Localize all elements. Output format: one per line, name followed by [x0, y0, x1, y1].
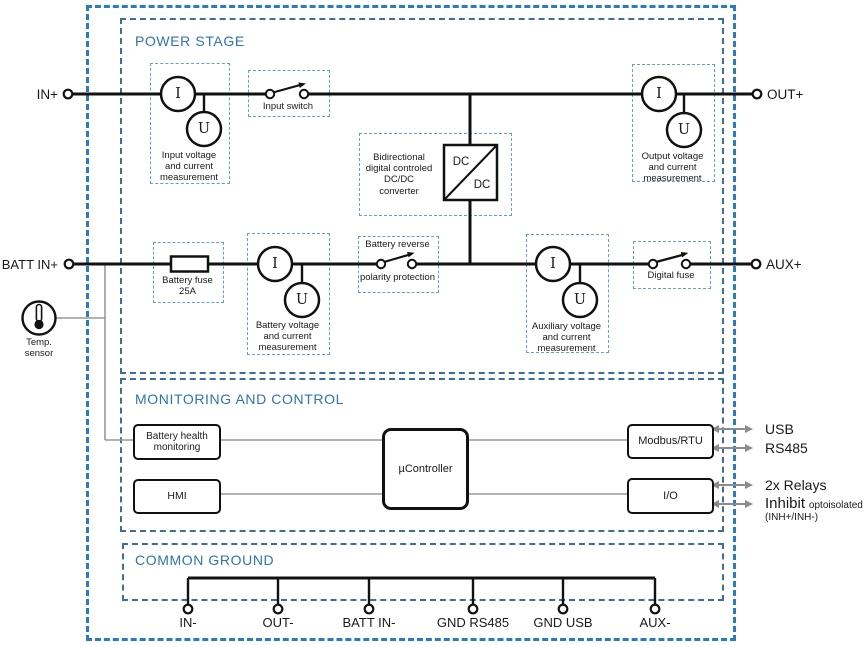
- outer-dashed-border: [86, 5, 736, 641]
- converter-box: [359, 133, 512, 216]
- battery-health-box: Battery health monitoring: [133, 424, 221, 460]
- aux-measurement-box: [526, 234, 609, 353]
- terminal-aux-plus-dot: [750, 258, 762, 270]
- terminal-out-plus-label: OUT+: [767, 87, 804, 102]
- converter-label: Bidirectional digital controled DC/DC co…: [365, 152, 433, 197]
- inhibit-sub-label: (INH+/INH-): [765, 512, 819, 523]
- common-ground-section: [122, 543, 724, 601]
- battery-reverse-label-top: Battery reverse: [365, 239, 430, 250]
- input-current-meter-label: I: [175, 86, 181, 102]
- battery-fuse-label: Battery fuse 25A: [162, 275, 213, 298]
- fuse-icon: [169, 255, 210, 273]
- terminal-out-minus-dot: [272, 603, 284, 615]
- terminal-aux-minus-label: AUX-: [639, 615, 671, 630]
- aux-current-meter-icon: [534, 245, 572, 283]
- inhibit-arrow-icon: [711, 500, 753, 508]
- input-measurement-label: Input voltage and current measurement: [159, 150, 219, 184]
- terminal-batt-in-minus-dot: [363, 603, 375, 615]
- terminal-gnd-rs485-label: GND RS485: [436, 615, 510, 630]
- terminal-aux-minus-dot: [649, 603, 661, 615]
- input-switch-icon: [264, 82, 310, 100]
- terminal-batt-in-plus-dot: [63, 258, 75, 270]
- output-voltage-meter-icon: [665, 111, 703, 149]
- aux-voltage-meter-icon: [561, 281, 599, 319]
- temp-sensor-icon: [21, 300, 57, 336]
- input-measurement-box: [150, 63, 230, 184]
- rs485-arrow-icon: [711, 444, 753, 452]
- battery-measurement-label: Battery voltage and current measurement: [255, 320, 320, 354]
- port-arrows: [711, 425, 753, 508]
- io-box: I/O: [627, 478, 714, 514]
- modbus-box: Modbus/RTU: [627, 424, 714, 459]
- digital-fuse-label: Digital fuse: [647, 270, 695, 281]
- battery-reverse-label-bottom: polarity protection: [360, 272, 435, 283]
- terminal-gnd-usb-dot: [557, 603, 569, 615]
- relays-arrow-icon: [711, 481, 753, 489]
- output-current-meter-icon: [640, 75, 678, 113]
- terminal-out-plus-dot: [751, 88, 763, 100]
- controller-box: µController: [382, 428, 469, 510]
- input-current-meter-icon: [159, 75, 197, 113]
- digital-fuse-switch-icon: [647, 252, 692, 270]
- input-switch-label: Input switch: [262, 101, 314, 112]
- relays-port-label: 2x Relays: [765, 477, 827, 493]
- battery-reverse-switch-icon: [375, 252, 418, 270]
- terminal-out-minus-label: OUT-: [262, 615, 294, 630]
- inhibit-note-text: optoisolated: [808, 500, 863, 511]
- terminal-aux-plus-label: AUX+: [766, 257, 802, 272]
- rs485-port-label: RS485: [765, 440, 808, 456]
- aux-voltage-meter-label: U: [573, 292, 587, 308]
- output-current-meter-label: I: [656, 86, 662, 102]
- inhibit-text: Inhibit: [765, 495, 806, 512]
- aux-current-meter-label: I: [550, 256, 556, 272]
- output-voltage-meter-label: U: [677, 122, 691, 138]
- battery-current-meter-label: I: [272, 256, 278, 272]
- terminal-dots: [62, 88, 763, 615]
- power-stage-section: [120, 18, 724, 374]
- battery-fuse-box: [153, 242, 224, 303]
- output-measurement-label: Output voltage and current measurement: [641, 151, 704, 185]
- output-measurement-box: [632, 64, 715, 182]
- terminal-gnd-rs485-dot: [467, 603, 479, 615]
- terminal-batt-in-minus-label: BATT IN-: [342, 615, 396, 630]
- power-stage-title: POWER STAGE: [135, 33, 245, 49]
- terminal-batt-in-plus-label: BATT IN+: [1, 257, 58, 272]
- common-ground-title: COMMON GROUND: [135, 552, 275, 568]
- meter-circles: [159, 75, 703, 319]
- aux-measurement-label: Auxiliary voltage and current measuremen…: [531, 321, 602, 355]
- usb-port-label: USB: [765, 421, 794, 437]
- input-voltage-meter-label: U: [197, 121, 211, 137]
- monitoring-section: [120, 378, 724, 532]
- terminal-in-plus-dot: [62, 88, 74, 100]
- terminal-in-minus-label: IN-: [179, 615, 197, 630]
- inhibit-port-label: Inhibit optoisolated: [765, 495, 863, 512]
- input-voltage-meter-icon: [185, 110, 223, 148]
- monitoring-title: MONITORING AND CONTROL: [135, 391, 344, 407]
- terminal-gnd-usb-label: GND USB: [533, 615, 593, 630]
- dcdc-block-icon: [442, 143, 499, 202]
- temp-sensor-label: Temp. sensor: [24, 337, 54, 360]
- terminal-in-minus-dot: [182, 603, 194, 615]
- dc-bottom-label: DC: [473, 179, 491, 191]
- dc-top-label: DC: [452, 156, 470, 168]
- hmi-box: HMI: [133, 479, 221, 514]
- usb-arrow-icon: [711, 425, 753, 433]
- battery-current-meter-icon: [256, 245, 294, 283]
- battery-measurement-box: [247, 233, 330, 355]
- terminal-in-plus-label: IN+: [36, 87, 58, 102]
- control-connectors: [56, 264, 627, 495]
- battery-voltage-meter-icon: [283, 281, 321, 319]
- battery-voltage-meter-label: U: [295, 292, 309, 308]
